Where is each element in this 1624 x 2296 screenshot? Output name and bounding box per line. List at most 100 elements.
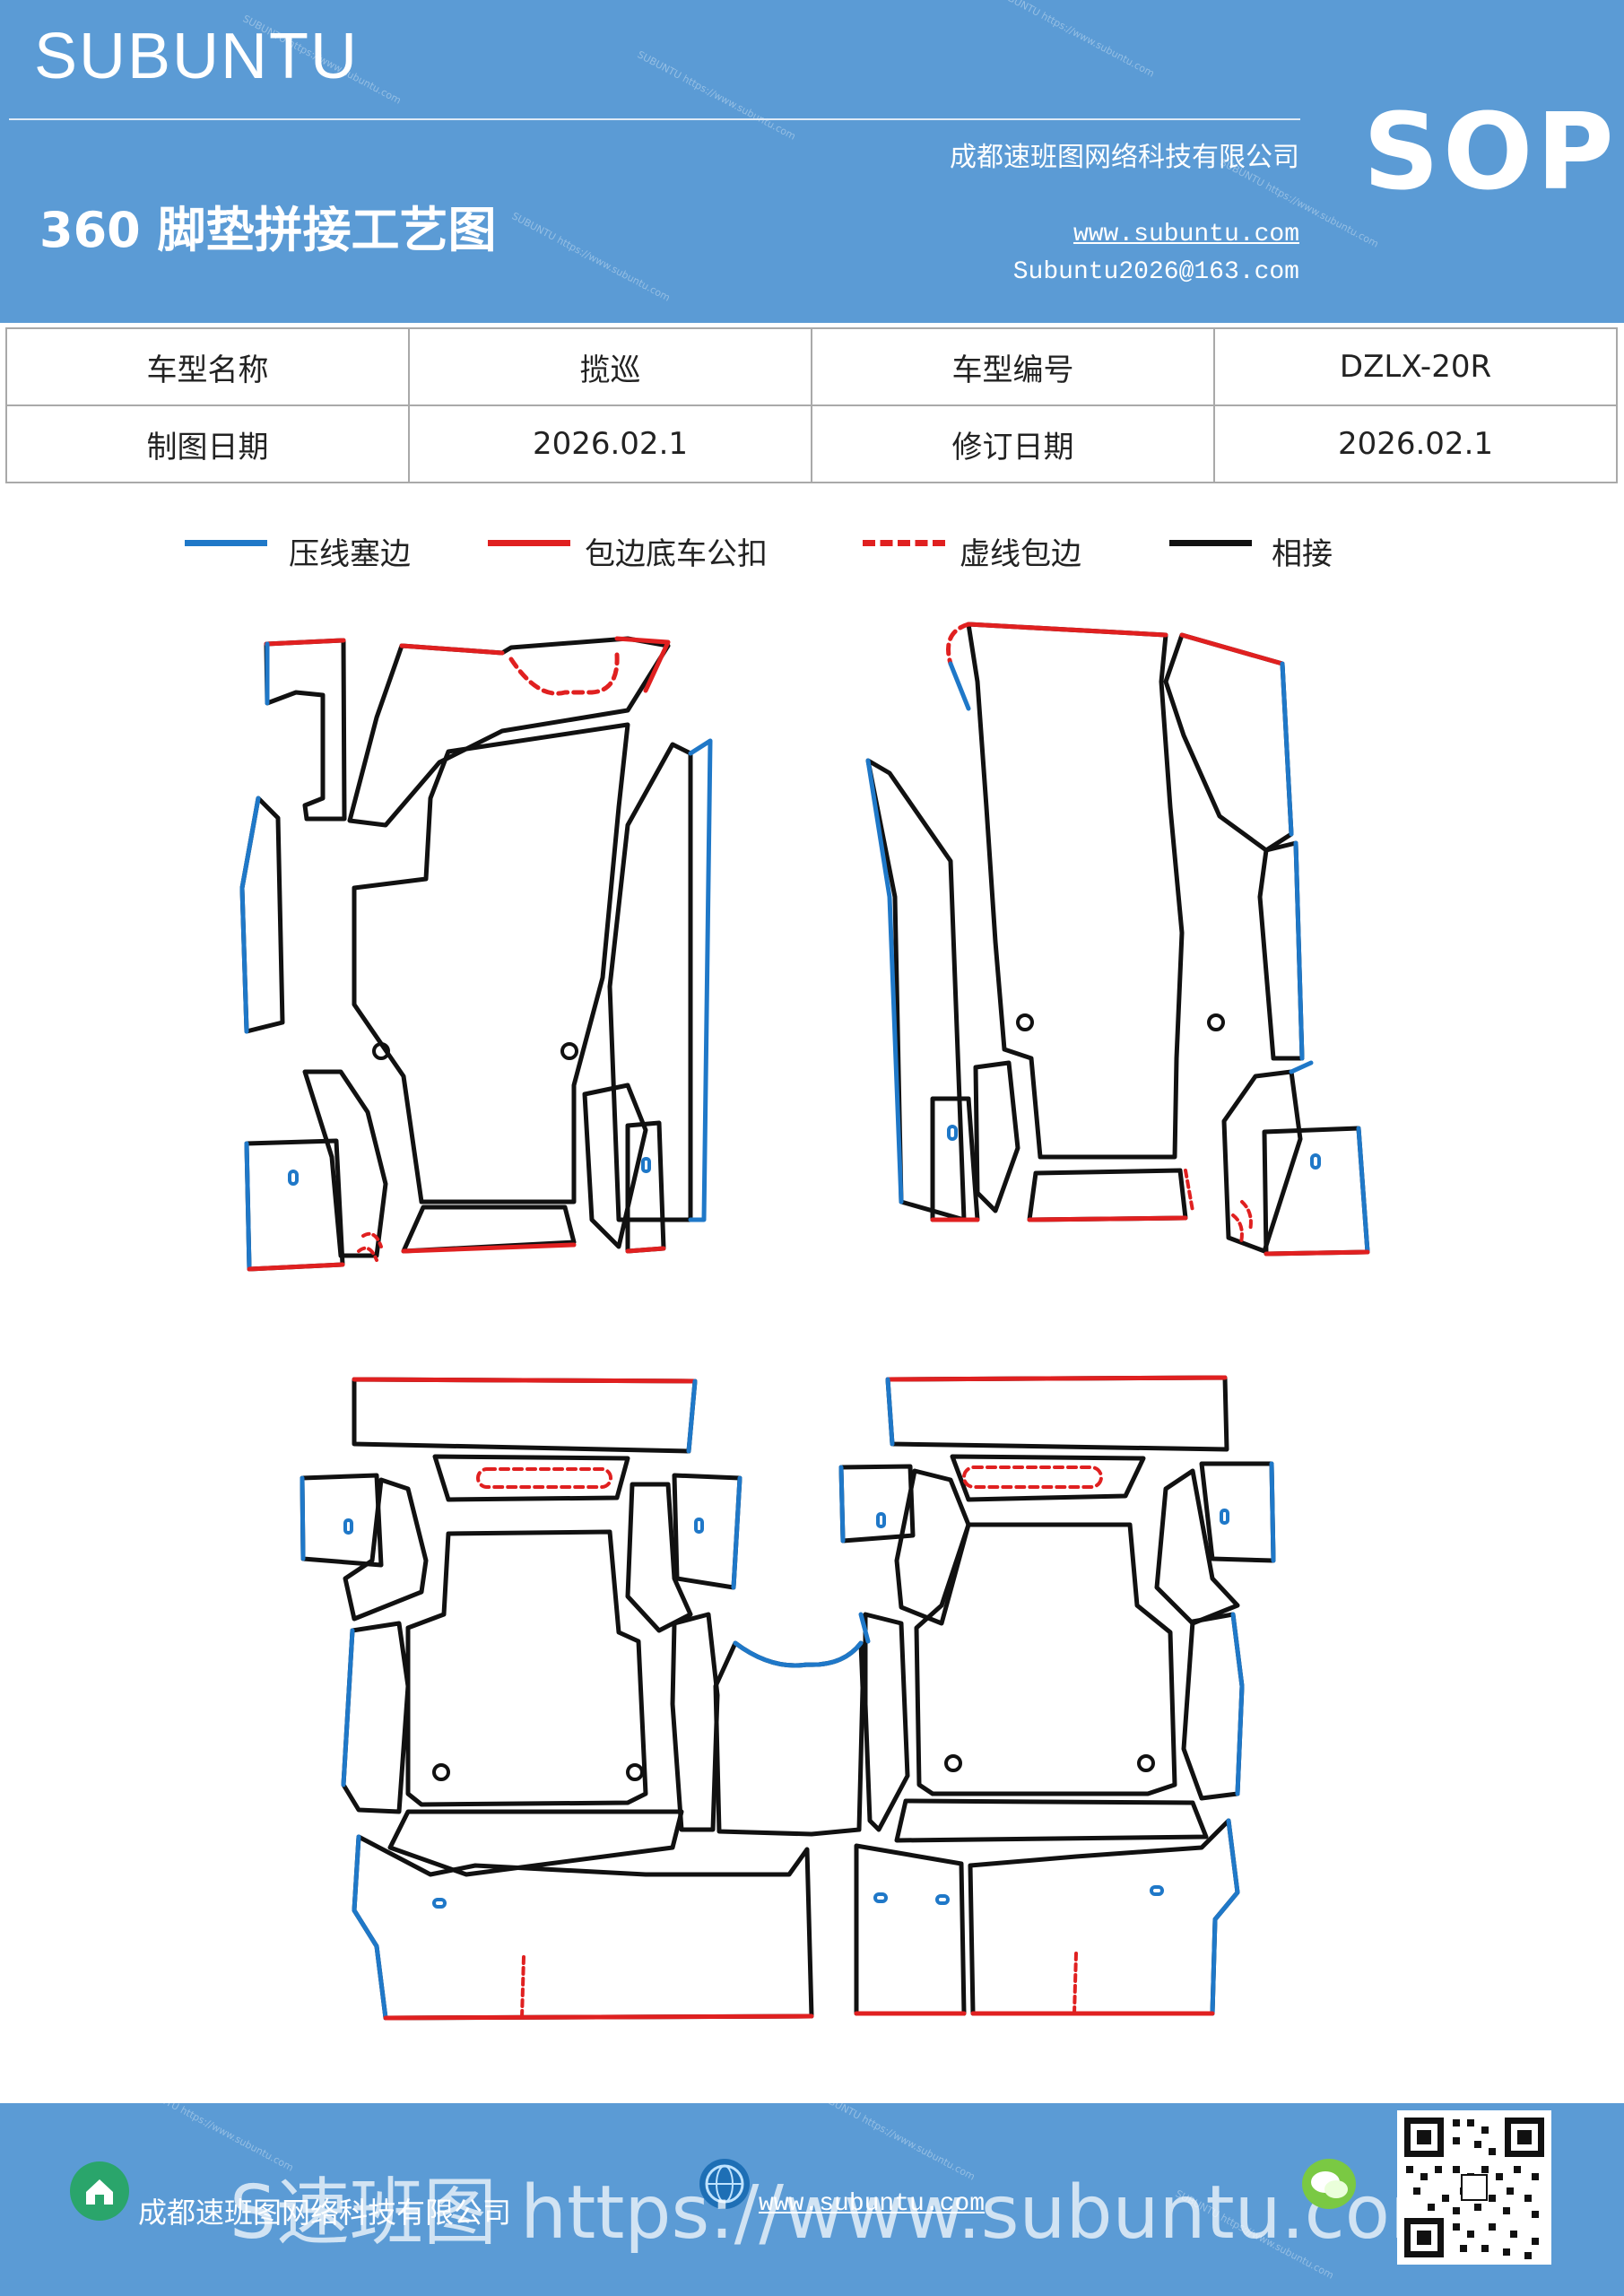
email-address: Subuntu2026@163.com xyxy=(1012,258,1299,286)
clip-mark xyxy=(432,1898,447,1909)
blue-edge xyxy=(858,1612,871,1644)
qr-code-image xyxy=(1404,2118,1544,2259)
globe-icon[interactable] xyxy=(699,2159,750,2209)
mat-piece xyxy=(713,1640,865,1837)
mat-piece xyxy=(405,1529,648,1807)
mat-piece xyxy=(1154,1468,1240,1626)
blue-edge xyxy=(1230,1612,1245,1796)
mount-hole xyxy=(432,1763,450,1781)
red-edge xyxy=(966,622,1168,638)
table-row: 车型名称 揽巡 车型编号 DZLX-20R xyxy=(5,327,1618,406)
mat-piece xyxy=(244,1138,345,1272)
legend-label: 虚线包边 xyxy=(960,536,1081,572)
clip-mark xyxy=(873,1892,888,1903)
website-link[interactable]: www.subuntu.com xyxy=(1073,221,1299,248)
home-icon[interactable] xyxy=(70,2161,129,2221)
clip-mark xyxy=(1150,1885,1164,1896)
blue-edge xyxy=(838,1465,846,1544)
legend-label: 包边底车公扣 xyxy=(585,536,768,572)
dashed-edge xyxy=(1184,1169,1194,1213)
blue-edge xyxy=(239,796,261,1034)
clip-mark xyxy=(1310,1153,1321,1170)
legend-swatch xyxy=(488,540,570,546)
footer-website-link[interactable]: www.subuntu.com xyxy=(759,2190,986,2218)
table-cell: 2026.02.1 xyxy=(408,404,812,483)
mat-piece xyxy=(264,638,347,822)
blue-edge xyxy=(731,1475,743,1590)
mat-piece xyxy=(894,1798,1209,1843)
mat-piece xyxy=(914,1522,1177,1796)
blue-edge xyxy=(733,1640,864,1668)
red-edge xyxy=(401,1242,577,1254)
blue-edge xyxy=(1289,1060,1314,1074)
mat-piece xyxy=(1257,840,1305,1061)
mat-piece xyxy=(1027,1168,1188,1222)
blue-edge xyxy=(1293,840,1305,1061)
mat-piece xyxy=(968,1818,1240,2016)
table-row: 制图日期 2026.02.1 修订日期 2026.02.1 xyxy=(5,404,1618,483)
mat-piece xyxy=(950,1454,1146,1502)
table-cell: 修订日期 xyxy=(811,404,1215,483)
dashed-edge xyxy=(476,1467,612,1489)
mount-hole xyxy=(372,1042,390,1060)
mount-hole xyxy=(1016,1013,1034,1031)
mat-piece xyxy=(672,1473,743,1590)
red-edge xyxy=(1264,1249,1370,1257)
table-cell: DZLX-20R xyxy=(1213,327,1618,406)
qr-code xyxy=(1397,2110,1551,2265)
clip-mark xyxy=(288,1170,299,1186)
dashed-edge xyxy=(357,1231,383,1262)
dashed-edge xyxy=(508,652,620,696)
blue-edge xyxy=(1356,1126,1370,1255)
legend-swatch xyxy=(863,540,945,546)
mat-piece xyxy=(352,1834,814,2021)
mat-piece xyxy=(966,622,1185,1160)
mount-hole xyxy=(1137,1754,1155,1772)
dashed-edge xyxy=(946,622,971,666)
dashed-edge xyxy=(962,1465,1103,1489)
mat-piece xyxy=(432,1454,630,1502)
table-cell: 2026.02.1 xyxy=(1213,404,1618,483)
mat-piece xyxy=(930,1096,980,1222)
page-header: SUBUNTU https://www.subuntu.com SUBUNTU … xyxy=(0,0,1624,323)
red-edge xyxy=(383,2013,814,2021)
mat-piece xyxy=(1199,1461,1276,1563)
table-cell: 车型编号 xyxy=(811,327,1215,406)
mat-piece xyxy=(302,1069,388,1258)
page-title: 360 脚垫拼接工艺图 xyxy=(39,202,497,258)
mat-piece xyxy=(387,1809,684,1877)
mat-piece xyxy=(894,1468,971,1626)
red-edge xyxy=(399,643,505,656)
wechat-icon[interactable] xyxy=(1302,2159,1356,2209)
red-edge xyxy=(885,1375,1228,1382)
blue-edge xyxy=(1210,1818,1240,2016)
mat-piece xyxy=(854,1843,967,2016)
brand-name: SUBUNTU xyxy=(34,21,360,92)
red-edge xyxy=(1179,632,1285,666)
blue-edge xyxy=(352,1834,388,2021)
sop-badge: SOP xyxy=(1363,90,1618,213)
mount-hole xyxy=(560,1042,578,1060)
clip-mark xyxy=(876,1512,886,1528)
mount-hole xyxy=(626,1763,644,1781)
mat-piece xyxy=(1221,1069,1303,1254)
table-cell: 车型名称 xyxy=(5,327,410,406)
clip-mark xyxy=(641,1157,651,1173)
blue-edge xyxy=(1280,661,1294,837)
clip-mark xyxy=(343,1518,353,1535)
mat-piece xyxy=(863,1612,910,1832)
blue-edge xyxy=(948,661,971,711)
blue-edge xyxy=(885,1377,895,1447)
mat-piece xyxy=(625,1482,693,1633)
mat-piece xyxy=(582,1083,648,1249)
dashed-edge xyxy=(520,1955,525,2020)
clip-mark xyxy=(694,1518,704,1534)
mat-piece xyxy=(239,796,285,1034)
mat-piece xyxy=(401,1205,577,1254)
legend-swatch xyxy=(185,540,267,546)
mat-piece xyxy=(973,1060,1020,1213)
company-name: 成都速班图网络科技有限公司 xyxy=(950,142,1299,173)
red-edge xyxy=(247,1262,345,1272)
mount-hole xyxy=(1207,1013,1225,1031)
